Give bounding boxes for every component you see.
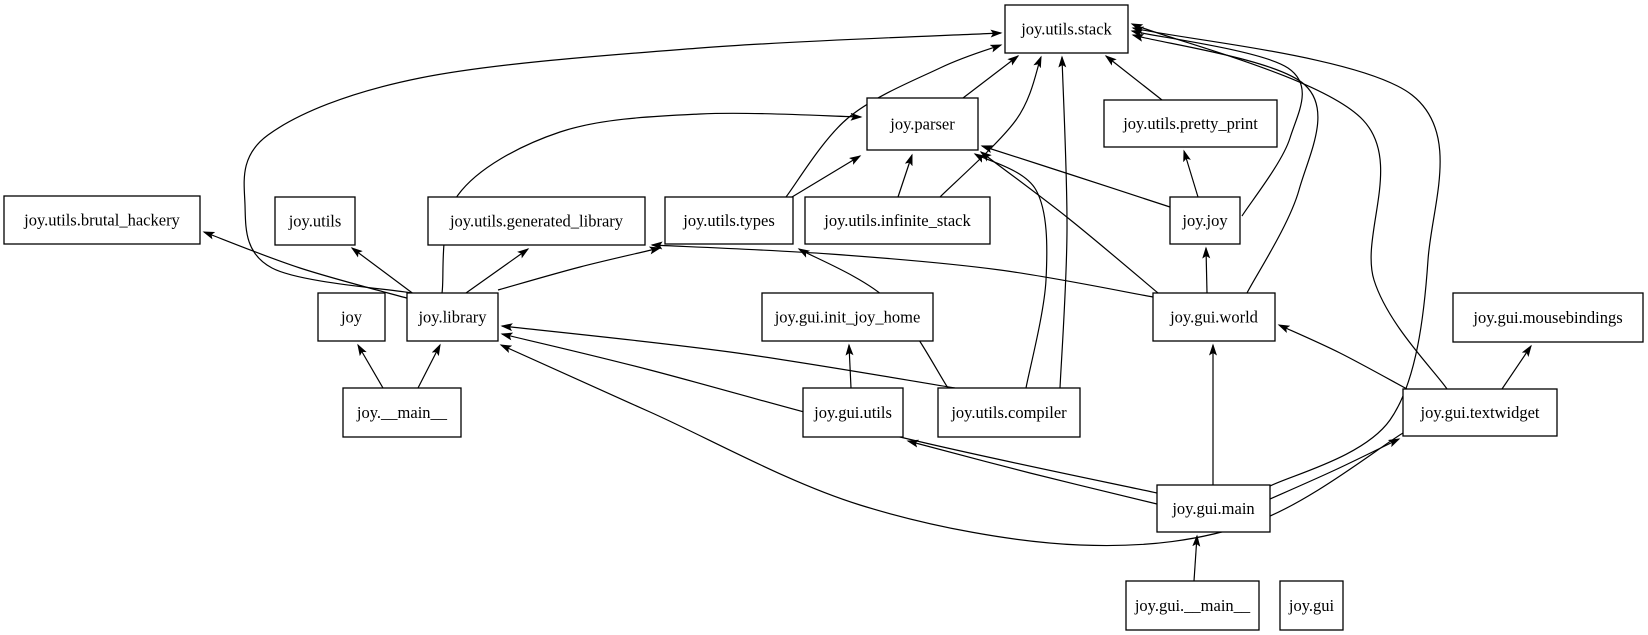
node-box-joy-gui-textwidget <box>1402 388 1558 437</box>
node-box-joy-gui-main <box>1156 484 1271 533</box>
node-label-joy-utils-brutal-hackery: joy.utils.brutal_hackery <box>23 210 180 229</box>
node-box-joy-library <box>406 292 499 342</box>
node-label-joy-utils-types: joy.utils.types <box>682 211 775 230</box>
node-joy-utils-compiler: joy.utils.compiler <box>937 387 1081 438</box>
edge-joy-utils-compiler-to-joy-parser <box>973 153 1048 389</box>
node-label-joy-gui-init-joy-home: joy.gui.init_joy_home <box>774 307 921 326</box>
node-box-joy-utils-infinite-stack <box>804 196 991 245</box>
node-joy-gui-world: joy.gui.world <box>1152 292 1276 342</box>
edge-joy-library-to-joy-utils-brutal-hackery <box>202 231 411 300</box>
edge-joy-gui-main-to-joy-library <box>500 332 1158 494</box>
node-joy-gui-main-mod: joy.gui.__main__ <box>1125 580 1260 631</box>
edge-joy-gui-world-to-joy-parser <box>979 151 1159 294</box>
edge-joy-gui-world-to-joy-utils-generated-library <box>650 241 1154 298</box>
edge-joy-gui-textwidget-to-joy-library <box>499 344 1404 547</box>
node-box-joy-parser <box>866 97 979 151</box>
node-label-joy-gui-main: joy.gui.main <box>1171 499 1254 518</box>
edge-joy-utils-types-to-joy-utils-stack <box>785 44 1003 198</box>
edge-joy-gui-main-mod-to-joy-gui-main <box>1192 534 1201 582</box>
node-box-joy-gui <box>1279 580 1344 631</box>
node-label-joy-joy: joy.joy <box>1181 211 1228 230</box>
node-box-joy-utils-compiler <box>937 387 1081 438</box>
edge-joy-gui-textwidget-to-joy-gui-world <box>1277 324 1408 390</box>
node-label-joy-gui-utils: joy.gui.utils <box>813 403 892 422</box>
node-joy-utils-stack: joy.utils.stack <box>1004 4 1129 54</box>
node-label-joy-library: joy.library <box>417 307 487 326</box>
node-joy-joy: joy.joy <box>1169 196 1241 245</box>
node-box-joy-main <box>342 387 462 438</box>
node-box-joy-gui-main-mod <box>1125 580 1260 631</box>
node-label-joy-utils-pretty-print: joy.utils.pretty_print <box>1122 114 1258 133</box>
edge-joy-gui-world-to-joy-utils-stack <box>1131 34 1319 294</box>
node-joy-utils-pretty-print: joy.utils.pretty_print <box>1103 99 1278 148</box>
node-label-joy: joy <box>340 307 363 326</box>
edge-joy-gui-textwidget-to-joy-gui-mousebindings <box>1501 344 1532 390</box>
node-joy-utils-brutal-hackery: joy.utils.brutal_hackery <box>3 195 201 245</box>
node-box-joy-utils-pretty-print <box>1103 99 1278 148</box>
node-joy-utils-types: joy.utils.types <box>664 196 794 245</box>
node-joy-gui-main: joy.gui.main <box>1156 484 1271 533</box>
node-box-joy-gui-init-joy-home <box>761 292 934 342</box>
edge-joy-gui-main-to-joy-gui-textwidget <box>1269 438 1401 500</box>
node-label-joy-utils-infinite-stack: joy.utils.infinite_stack <box>823 211 971 230</box>
edge-joy-library-to-joy-utils-generated-library <box>465 248 530 294</box>
edge-joy-utils-types-to-joy-parser <box>791 155 862 198</box>
node-box-joy-gui-mousebindings <box>1452 292 1644 343</box>
edge-joy-utils-compiler-to-joy-utils-stack <box>1058 55 1068 389</box>
node-joy-library: joy.library <box>406 292 499 342</box>
node-label-joy-utils: joy.utils <box>288 211 342 230</box>
node-joy-gui-utils: joy.gui.utils <box>802 387 904 438</box>
node-box-joy <box>317 292 386 342</box>
node-label-joy-gui-main-mod: joy.gui.__main__ <box>1134 596 1251 615</box>
node-label-joy-main: joy.__main__ <box>356 403 448 422</box>
node-joy-utils-infinite-stack: joy.utils.infinite_stack <box>804 196 991 245</box>
edges-layer <box>202 23 1532 582</box>
node-joy-gui-textwidget: joy.gui.textwidget <box>1402 388 1558 437</box>
node-joy-utils: joy.utils <box>274 196 356 246</box>
edge-joy-utils-compiler-to-joy-library <box>500 323 956 389</box>
node-label-joy-gui-textwidget: joy.gui.textwidget <box>1420 403 1540 422</box>
node-joy-gui-mousebindings: joy.gui.mousebindings <box>1452 292 1644 343</box>
edge-joy-gui-textwidget-to-joy-utils-stack <box>1130 23 1448 390</box>
edge-joy-library-to-joy-utils <box>350 247 416 296</box>
edge-joy-library-to-joy-utils-stack <box>243 29 1003 294</box>
edge-joy-gui-world-to-joy-joy <box>1202 246 1211 294</box>
edge-joy-gui-utils-to-joy-gui-init-joy-home <box>845 343 854 389</box>
edge-joy-library-to-joy-utils-types <box>497 246 662 291</box>
edge-joy-joy-to-joy-parser <box>980 145 1171 208</box>
node-joy-gui-init-joy-home: joy.gui.init_joy_home <box>761 292 934 342</box>
edge-joy-joy-to-joy-utils-pretty-print <box>1183 149 1199 198</box>
node-label-joy-utils-stack: joy.utils.stack <box>1020 19 1112 38</box>
node-joy-gui: joy.gui <box>1279 580 1344 631</box>
node-box-joy-gui-world <box>1152 292 1276 342</box>
edge-joy-utils-infinite-stack-to-joy-utils-stack <box>939 55 1042 198</box>
node-label-joy-gui-mousebindings: joy.gui.mousebindings <box>1472 308 1622 327</box>
edge-joy-utils-pretty-print-to-joy-utils-stack <box>1104 55 1163 101</box>
node-joy-main: joy.__main__ <box>342 387 462 438</box>
node-label-joy-gui: joy.gui <box>1288 596 1335 615</box>
node-box-joy-utils-stack <box>1004 4 1129 54</box>
node-box-joy-gui-utils <box>802 387 904 438</box>
edge-joy-utils-infinite-stack-to-joy-parser <box>897 153 913 198</box>
node-joy-utils-generated-library: joy.utils.generated_library <box>427 196 646 246</box>
node-box-joy-joy <box>1169 196 1241 245</box>
node-joy-parser: joy.parser <box>866 97 979 151</box>
node-label-joy-utils-generated-library: joy.utils.generated_library <box>449 211 624 230</box>
node-label-joy-gui-world: joy.gui.world <box>1169 307 1259 326</box>
node-box-joy-utils-generated-library <box>427 196 646 246</box>
edge-joy-main-to-joy <box>357 343 384 389</box>
node-joy: joy <box>317 292 386 342</box>
edge-joy-gui-main-to-joy-utils-stack <box>1131 26 1441 488</box>
edge-joy-joy-to-joy-utils-stack <box>1130 29 1303 217</box>
node-label-joy-parser: joy.parser <box>889 114 955 133</box>
edge-joy-main-to-joy-library <box>417 343 441 389</box>
node-box-joy-utils-types <box>664 196 794 245</box>
edge-joy-parser-to-joy-utils-stack <box>962 55 1020 99</box>
node-box-joy-utils-brutal-hackery <box>3 195 201 245</box>
nodes-layer: joy.utils.stack joy.parser joy.utils.prett… <box>3 4 1644 631</box>
node-box-joy-utils <box>274 196 356 246</box>
node-label-joy-utils-compiler: joy.utils.compiler <box>950 403 1067 422</box>
edge-joy-gui-main-to-joy-gui-utils <box>906 439 1158 505</box>
